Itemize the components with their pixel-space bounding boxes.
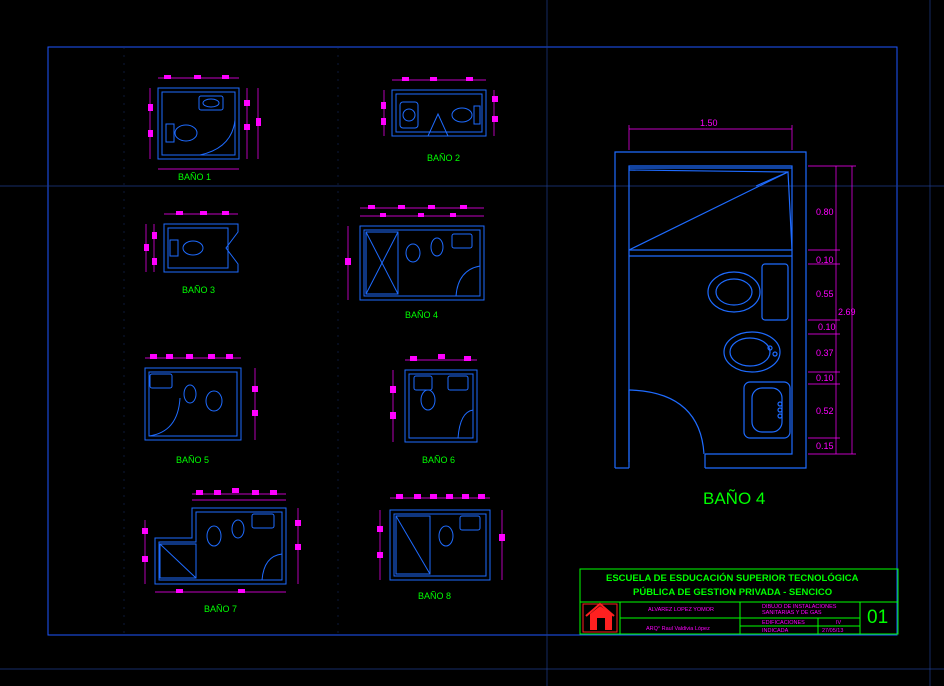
detail-width-dim: 1.50 [700, 118, 718, 128]
detail-dim-4: 0.37 [816, 348, 834, 358]
plan-label-bano-6: BAÑO 6 [422, 455, 456, 465]
school-name-line-1: ESCUELA DE ESDUCACIÓN SUPERIOR TECNOLÓGI… [606, 573, 859, 584]
plan-label-bano-5: BAÑO 5 [176, 455, 210, 465]
plan-bano-5 [144, 354, 258, 441]
plan-label-bano-2: BAÑO 2 [427, 153, 461, 163]
plan-label-bano-3: BAÑO 3 [182, 285, 216, 295]
plan-bano-6 [390, 354, 478, 443]
plan-bano-3 [144, 211, 239, 273]
plan-label-bano-8: BAÑO 8 [418, 591, 452, 601]
detail-dim-5: 0.10 [816, 373, 834, 383]
plan-bano-7 [142, 488, 301, 593]
plan-label-bano-7: BAÑO 7 [204, 604, 238, 614]
detail-plan-bano-4 [614, 125, 856, 469]
detail-dim-1: 0.10 [816, 255, 834, 265]
plan-bano-8 [377, 494, 505, 581]
date: 27/05/13 [822, 628, 844, 634]
category: EDIFICACIONES [762, 620, 805, 626]
teacher-name: ARQ° Raul Valdivia López [646, 626, 710, 632]
plan-label-bano-4: BAÑO 4 [405, 310, 439, 320]
student-name: ALVAREZ LOPEZ YOMOR [648, 607, 715, 613]
cycle: IV [836, 620, 842, 626]
plan-bano-4 [345, 205, 485, 301]
plan-label-bano-1: BAÑO 1 [178, 172, 212, 182]
school-name-line-2: PÚBLICA DE GESTION PRIVADA - SENCICO [633, 587, 833, 598]
sheet-number: 01 [867, 607, 889, 628]
detail-dim-2: 0.55 [816, 289, 834, 299]
detail-dim-3: 0.10 [818, 322, 836, 332]
detail-dim-7: 0.15 [816, 441, 834, 451]
sheet-border [47, 46, 898, 636]
detail-title: BAÑO 4 [703, 489, 766, 508]
course-line-1: DIBUJO DE INSTALACIONES [762, 604, 837, 610]
course-line-2: SANITARIAS Y DE GAS [762, 610, 822, 616]
plan-bano-2 [381, 77, 498, 137]
school-logo [582, 602, 618, 633]
detail-dim-0: 0.80 [816, 207, 834, 217]
detail-total-height-dim: 2.69 [838, 307, 856, 317]
scale: INDICADA [762, 628, 789, 634]
plan-bano-1 [148, 75, 261, 170]
detail-dim-6: 0.52 [816, 406, 834, 416]
title-block [579, 568, 899, 635]
